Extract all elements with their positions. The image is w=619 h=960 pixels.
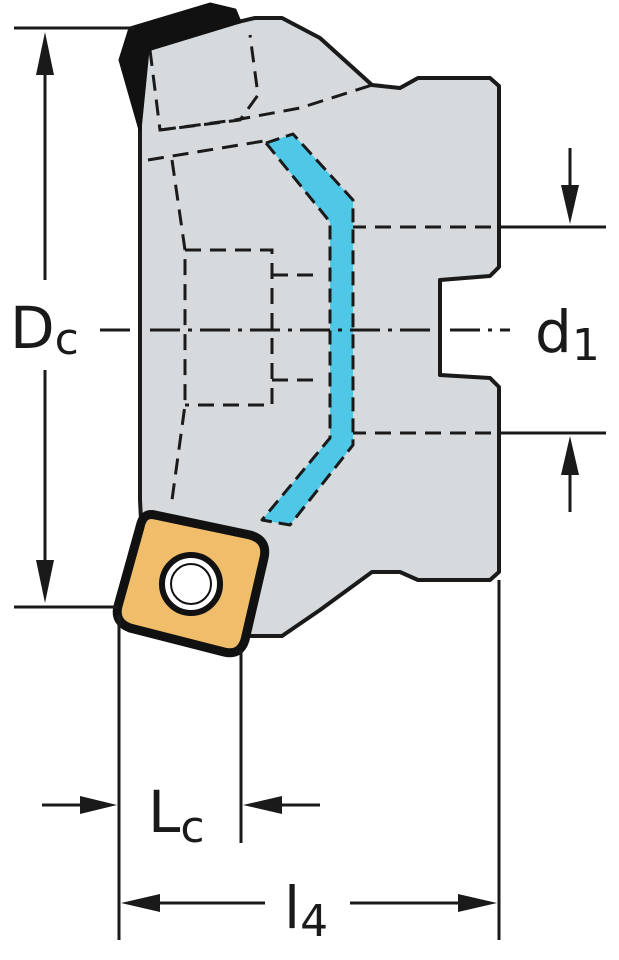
dimension-l4 [121, 894, 497, 912]
dimension-lc [42, 796, 320, 814]
extension-lines [14, 26, 606, 940]
dimension-dc [36, 32, 54, 603]
hidden-lines [147, 34, 495, 501]
label-dc: Dc [10, 294, 79, 365]
label-l4: l4 [284, 874, 328, 947]
label-lc: Lc [148, 778, 205, 853]
bottom-insert [112, 510, 270, 658]
top-insert [118, 2, 242, 132]
coolant-channel [260, 132, 355, 527]
label-d1: d1 [535, 298, 600, 371]
cutter-body [138, 16, 501, 638]
dimension-d1 [561, 148, 579, 512]
